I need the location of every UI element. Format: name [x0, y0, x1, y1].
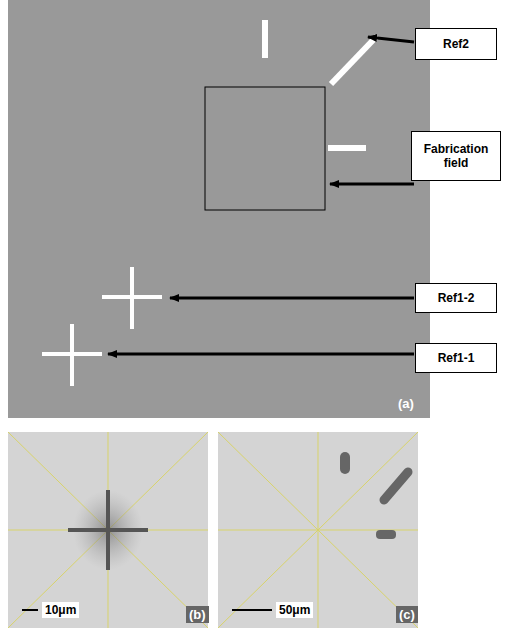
fabrication-square: [205, 87, 325, 210]
cross-mark: [70, 324, 74, 386]
label-box: Ref1-2: [415, 283, 497, 313]
guide-lines: [8, 432, 208, 628]
ref2-mark: [262, 20, 268, 58]
label-text: Fabrication field: [412, 142, 500, 171]
sem-mark: [376, 530, 396, 539]
scale-bar: [22, 609, 38, 611]
leader-arrow: [330, 183, 414, 186]
leader-arrow: [108, 353, 414, 356]
label-box: Ref1-1: [415, 343, 497, 373]
label-text: Ref1-1: [438, 351, 475, 365]
leader-arrow: [170, 297, 414, 300]
ref2-mark: [331, 36, 377, 84]
sem-mark: [340, 452, 350, 474]
substrate: [8, 0, 430, 418]
leader-arrow: [368, 37, 414, 42]
sem-image: [8, 432, 208, 628]
label-box: Ref2: [415, 28, 497, 60]
ref2-mark: [328, 145, 366, 151]
sem-cross: [106, 490, 110, 570]
panel-label: (a): [398, 396, 414, 411]
scale-label: 50μm: [276, 602, 313, 618]
sem-image: [218, 432, 418, 628]
guide-lines: [218, 432, 418, 628]
label-text: Ref2: [443, 37, 469, 51]
scale-bar: [232, 609, 272, 611]
panel-label: (b): [186, 606, 209, 623]
scale-label: 10μm: [42, 602, 79, 618]
label-text: Ref1-2: [438, 291, 475, 305]
label-box: Fabrication field: [411, 131, 501, 181]
sem-mark: [384, 472, 408, 500]
panel-label: (c): [396, 606, 418, 623]
cross-mark: [130, 267, 134, 329]
